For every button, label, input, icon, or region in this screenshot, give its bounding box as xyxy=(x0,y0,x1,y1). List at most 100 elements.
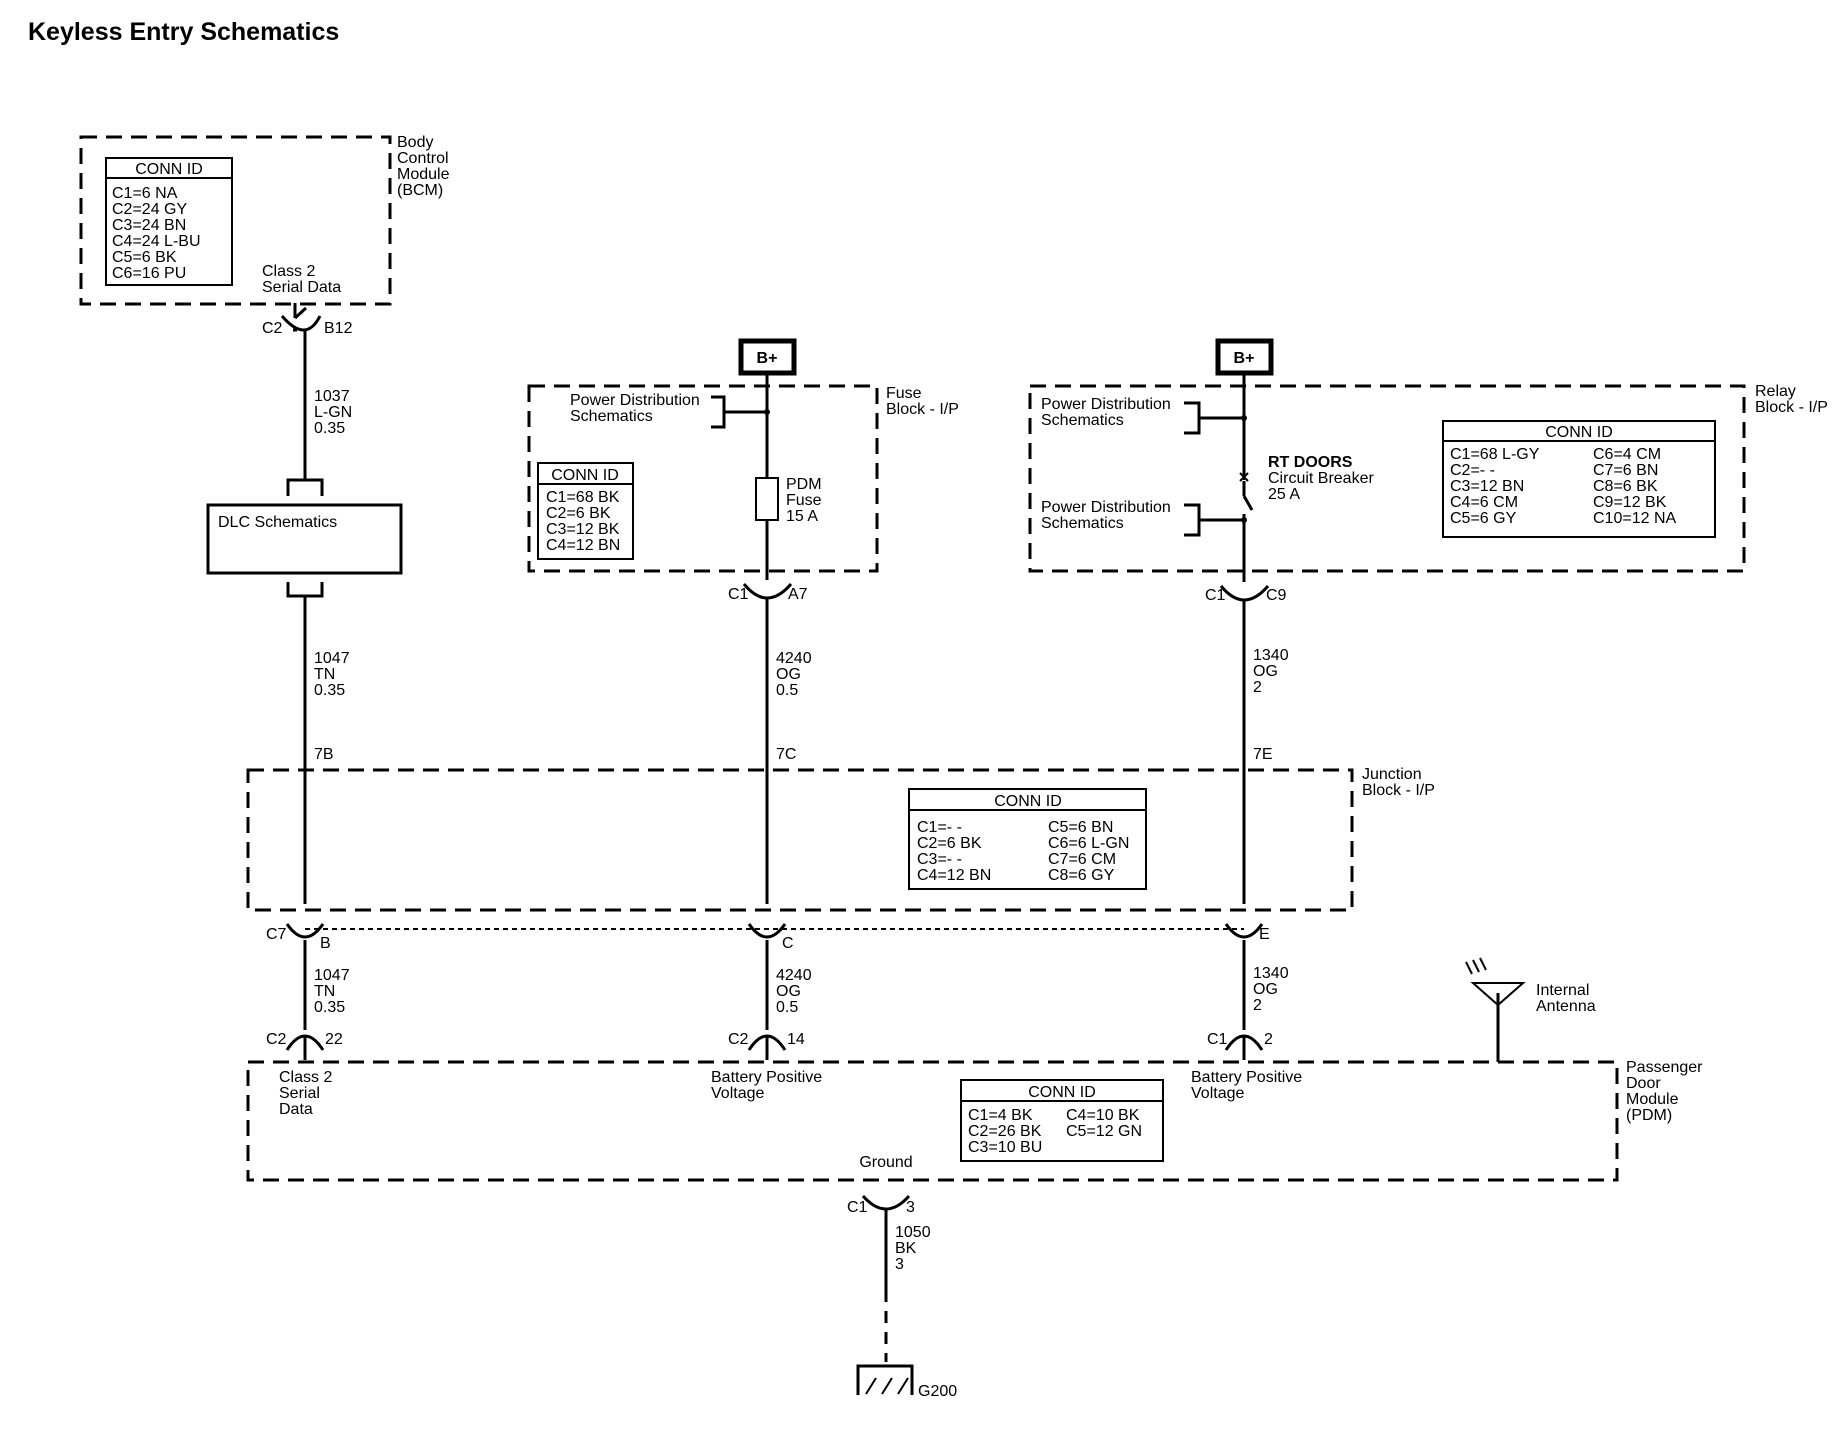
bcm-name-line: Body xyxy=(397,134,433,151)
bcm-conn-line: C5=6 BK xyxy=(112,249,177,266)
pdm-pin-label: Battery Positive xyxy=(1191,1069,1302,1086)
junction-conn-line: C6=6 L-GN xyxy=(1048,835,1129,852)
pdm-name: (PDM) xyxy=(1626,1107,1672,1124)
bcm-conn-header: CONN ID xyxy=(135,161,203,178)
junction-conn-line: C2=6 BK xyxy=(917,835,982,852)
wire-1340-label: 1340 xyxy=(1253,965,1289,982)
junction-block: Junction Block - I/P 7B 7C 7E CONN ID C1… xyxy=(246,746,1435,912)
pdm-fuse-label: 15 A xyxy=(786,508,818,525)
dlc-schematics-box: DLC Schematics xyxy=(206,503,403,575)
relay-conn-header: CONN ID xyxy=(1545,424,1613,441)
fuse-icon xyxy=(755,477,779,521)
relay-conn-line: C8=6 BK xyxy=(1593,478,1658,495)
breaker-label: RT DOORS xyxy=(1268,454,1353,471)
power-distribution-label: Power Distribution xyxy=(1041,396,1171,413)
relay-conn-line: C4=6 CM xyxy=(1450,494,1518,511)
bcm-pin-label: Serial Data xyxy=(262,279,341,296)
breaker-label: 25 A xyxy=(1268,486,1300,503)
bcm-conn-line: C1=6 NA xyxy=(112,185,178,202)
wire-4240-label: 0.5 xyxy=(776,999,798,1016)
dlc-label: DLC Schematics xyxy=(218,514,337,531)
relay-conn-line: C6=4 CM xyxy=(1593,446,1661,463)
junction-pin-top: 7E xyxy=(1253,746,1273,763)
antenna-icon xyxy=(1470,982,1526,1007)
pdm-pin: 2 xyxy=(1264,1031,1273,1048)
pdm-conn-line: C5=12 GN xyxy=(1066,1123,1142,1140)
pdm-name: Module xyxy=(1626,1091,1679,1108)
wire-1050-label: 1050 xyxy=(895,1224,931,1241)
pdm-conn-line: C4=10 BK xyxy=(1066,1107,1140,1124)
internal-antenna: Internal Antenna xyxy=(1465,957,1596,1062)
bcm-name-line: Control xyxy=(397,150,449,167)
wire-1340-label: 2 xyxy=(1253,997,1262,1014)
pdm-connector: C2 xyxy=(728,1031,749,1048)
bcm-name-line: Module xyxy=(397,166,450,183)
junction-pin-top: 7C xyxy=(776,746,796,763)
wire-4240-label: 0.5 xyxy=(776,682,798,699)
pdm-pin: 22 xyxy=(325,1031,343,1048)
wire-1047-label: TN xyxy=(314,983,335,1000)
antenna-label: Antenna xyxy=(1536,998,1596,1015)
connector-symbol xyxy=(861,1194,911,1211)
fuse-conn-line: C3=12 BK xyxy=(546,521,620,538)
relay-conn-line: C3=12 BN xyxy=(1450,478,1524,495)
junction-conn-header: CONN ID xyxy=(994,793,1062,810)
antenna-label: Internal xyxy=(1536,982,1589,999)
wire-1047-label: 1047 xyxy=(314,650,350,667)
bcm-conn-line: C2=24 GY xyxy=(112,201,187,218)
relay-block: Relay Block - I/P Power Distribution Sch… xyxy=(1028,383,1828,582)
fuse-conn-line: C1=68 BK xyxy=(546,489,620,506)
bcm-module: CONN ID C1=6 NA C2=24 GY C3=24 BN C4=24 … xyxy=(79,134,450,337)
wire-1047-label: 0.35 xyxy=(314,682,345,699)
junction-conn-line: C8=6 GY xyxy=(1048,867,1115,884)
pdm-fuse-label: PDM xyxy=(786,476,822,493)
relay-block-name: Block - I/P xyxy=(1755,399,1828,416)
pdm-fuse-label: Fuse xyxy=(786,492,822,509)
relay-conn-line: C7=6 BN xyxy=(1593,462,1658,479)
connector-symbol xyxy=(280,315,322,332)
ground-icon xyxy=(856,1364,914,1395)
bcm-connector: C2 xyxy=(262,320,283,337)
junction-pin-bottom: C xyxy=(782,935,794,952)
wire-4240-label: 4240 xyxy=(776,650,812,667)
pdm-conn-line: C1=4 BK xyxy=(968,1107,1033,1124)
pdm-name: Passenger xyxy=(1626,1059,1703,1076)
connector-symbol xyxy=(742,583,793,600)
connector-symbol xyxy=(285,923,325,939)
junction-conn-line: C1=- - xyxy=(917,819,962,836)
connector-symbol xyxy=(1224,923,1264,939)
junction-pin-bottom: B xyxy=(320,935,331,952)
wire-1050-label: 3 xyxy=(895,1256,904,1273)
pdm-pin-label: Class 2 xyxy=(279,1069,332,1086)
bcm-pin: B12 xyxy=(324,320,353,337)
relay-conn-line: C9=12 BK xyxy=(1593,494,1667,511)
pdm-connector: C2 xyxy=(266,1031,287,1048)
pdm-conn-line: C3=10 BU xyxy=(968,1139,1042,1156)
wire-4240-label: OG xyxy=(776,983,801,1000)
pdm-pin-label: Voltage xyxy=(1191,1085,1244,1102)
fuse-conn-header: CONN ID xyxy=(551,467,619,484)
power-distribution-label: Power Distribution xyxy=(570,392,700,409)
ground-point-label: G200 xyxy=(918,1383,957,1400)
wire-1037-label: 1037 xyxy=(314,388,350,405)
ground-pin: 3 xyxy=(906,1199,915,1216)
wire-1037-label: L-GN xyxy=(314,404,352,421)
relay-conn-line: C10=12 NA xyxy=(1593,510,1676,527)
signal-icon xyxy=(1465,957,1487,975)
connector-symbol xyxy=(1219,585,1270,602)
wire-1340-label: 1340 xyxy=(1253,647,1289,664)
junction-conn-line: C3=- - xyxy=(917,851,962,868)
ground-connector: C1 xyxy=(847,1199,868,1216)
pdm-name: Door xyxy=(1626,1075,1661,1092)
pdm-conn-header: CONN ID xyxy=(1028,1084,1096,1101)
junction-pin-top: 7B xyxy=(314,746,334,763)
pdm-pin-label: Data xyxy=(279,1101,313,1118)
fuse-connector: C1 xyxy=(728,586,749,603)
fuse-pin: A7 xyxy=(788,586,808,603)
pdm-pin-label: Serial xyxy=(279,1085,320,1102)
wire-4240-label: OG xyxy=(776,666,801,683)
fuse-block: Fuse Block - I/P Power Distribution Sche… xyxy=(527,384,959,573)
junction-conn-line: C4=12 BN xyxy=(917,867,991,884)
relay-pin: C9 xyxy=(1266,587,1287,604)
